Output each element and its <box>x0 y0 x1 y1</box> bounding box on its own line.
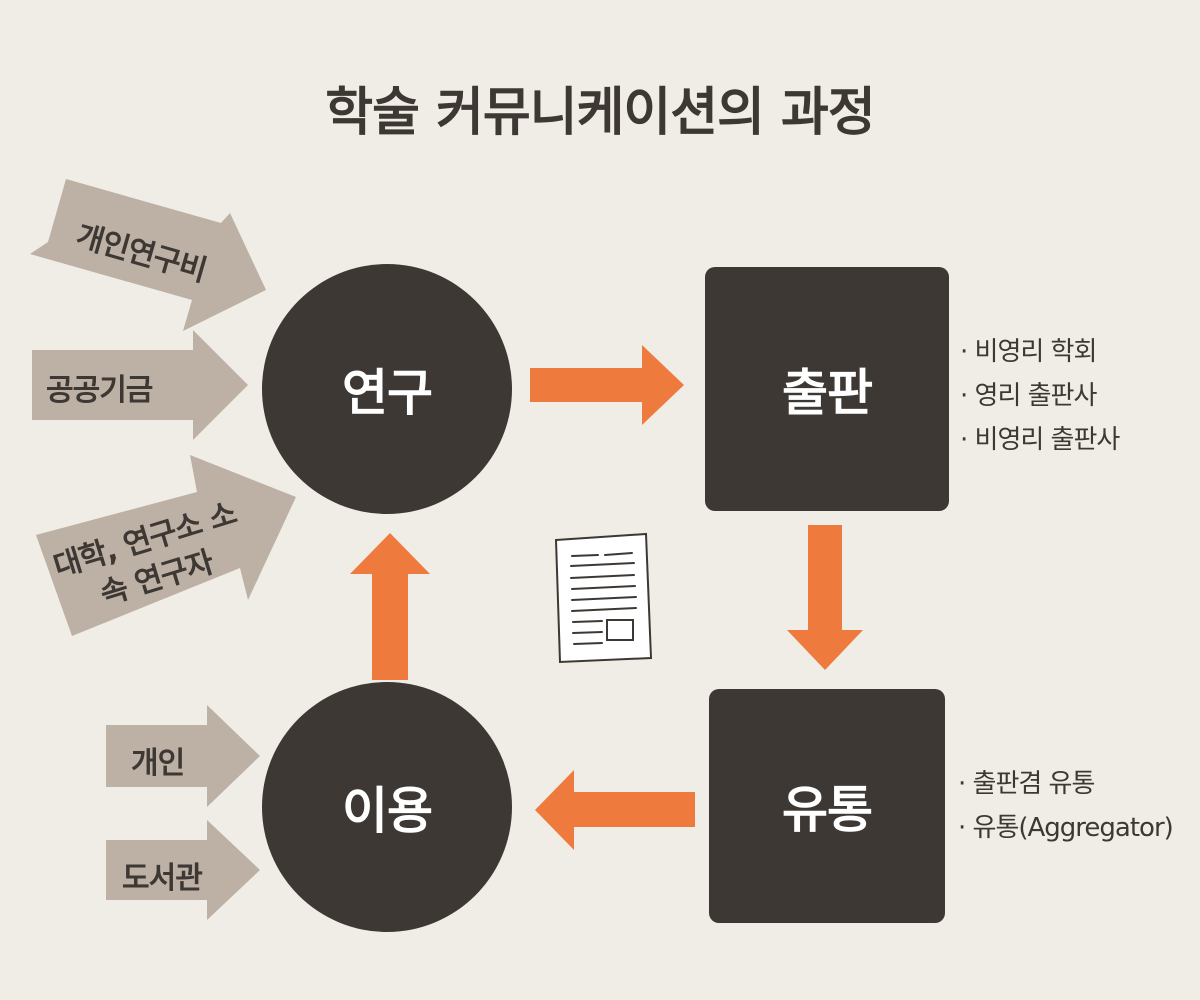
bullet-marker: · <box>958 769 966 799</box>
label-public-fund: 공공기금 <box>46 373 153 408</box>
node-distribution: 유통 <box>709 689 945 923</box>
input-arrow-personal-funding <box>30 179 266 331</box>
node-usage: 이용 <box>262 682 512 932</box>
input-arrow-library <box>106 820 260 920</box>
list-item: · 비영리 출판사 <box>960 418 1121 462</box>
list-item: · 비영리 학회 <box>960 330 1119 374</box>
input-arrow-public-fund <box>32 330 248 440</box>
flow-arrow-publishing-to-distribution <box>787 525 863 670</box>
input-arrow-institution <box>36 455 296 636</box>
bullet-marker: · <box>960 337 968 367</box>
list-item-text: 비영리 학회 <box>974 337 1098 367</box>
flow-arrow-distribution-to-usage <box>535 770 695 850</box>
distribution-list: · 출판겸 유통 · 유통(Aggregator) <box>958 762 1174 850</box>
bullet-marker: · <box>958 813 966 843</box>
bullet-marker: · <box>960 425 968 455</box>
list-item-text: 유통(Aggregator) <box>972 813 1174 843</box>
flow-arrow-usage-to-research <box>350 533 430 680</box>
list-item-text: 출판겸 유통 <box>972 769 1096 799</box>
publishing-list: · 비영리 학회 · 영리 출판사 · 비영리 출판사 <box>960 330 1121 462</box>
list-item: · 출판겸 유통 <box>958 762 1173 806</box>
list-item-text: 비영리 출판사 <box>974 425 1121 455</box>
flow-arrow-research-to-publishing <box>530 345 684 425</box>
bullet-marker: · <box>960 381 968 411</box>
label-library: 도서관 <box>122 861 203 896</box>
label-individual: 개인 <box>131 746 185 781</box>
document-icon <box>554 532 653 664</box>
list-item: · 유통(Aggregator) <box>958 806 1174 850</box>
input-arrow-individual <box>106 705 260 807</box>
list-item-text: 영리 출판사 <box>974 381 1098 411</box>
node-research: 연구 <box>262 264 512 514</box>
node-publishing: 출판 <box>705 267 949 511</box>
page-title: 학술 커뮤니케이션의 과정 <box>325 83 875 143</box>
list-item: · 영리 출판사 <box>960 374 1119 418</box>
